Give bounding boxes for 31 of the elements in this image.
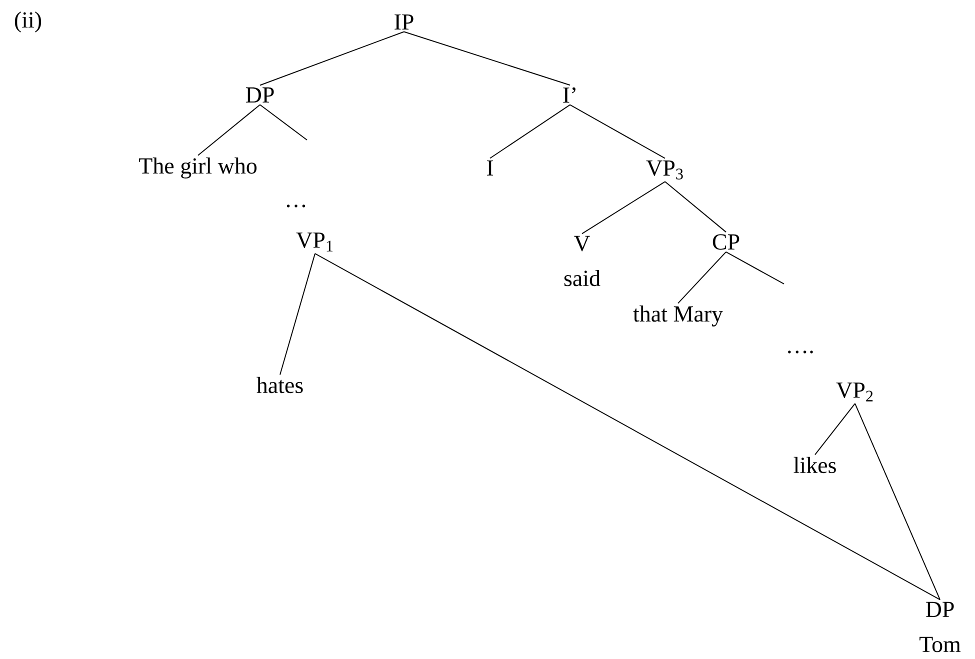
tree-node-label: hates xyxy=(256,376,303,394)
branch-line xyxy=(854,403,940,600)
branch-line xyxy=(814,403,856,456)
branch-line xyxy=(582,181,666,234)
tree-node-label: I xyxy=(487,160,494,176)
tree-node-label: likes xyxy=(794,456,836,474)
tree-node-label: VP$_{2}$ xyxy=(836,382,873,402)
tree-node-label: VP$_{1}$ xyxy=(296,232,333,252)
branch-line xyxy=(198,104,260,156)
branch-line xyxy=(260,104,308,140)
tree-node-label: VP$_{3}$ xyxy=(646,160,683,180)
branch-line xyxy=(570,104,666,159)
branch-line xyxy=(678,251,726,304)
tree-node-label: that Mary xyxy=(633,306,723,326)
tree-node-label: DP Tom xyxy=(920,602,961,652)
branch-line xyxy=(664,181,726,233)
label-text: …. xyxy=(788,350,813,354)
branch-line xyxy=(490,104,570,159)
branch-line xyxy=(404,31,570,86)
branch-line xyxy=(726,251,784,284)
branch-line xyxy=(314,253,940,600)
branch-line xyxy=(280,253,316,376)
tree-node-label: DP xyxy=(246,87,274,103)
label-text: (ii) xyxy=(14,12,42,32)
tree-node-label: V said xyxy=(564,236,600,286)
tree-node-label: CP xyxy=(712,234,740,250)
tree-node-label: The girl who xyxy=(139,158,257,178)
label-text: … xyxy=(286,204,306,208)
tree-node-label: I’ xyxy=(563,87,576,103)
branch-line xyxy=(260,31,404,86)
tree-node-label: IP xyxy=(394,14,414,30)
